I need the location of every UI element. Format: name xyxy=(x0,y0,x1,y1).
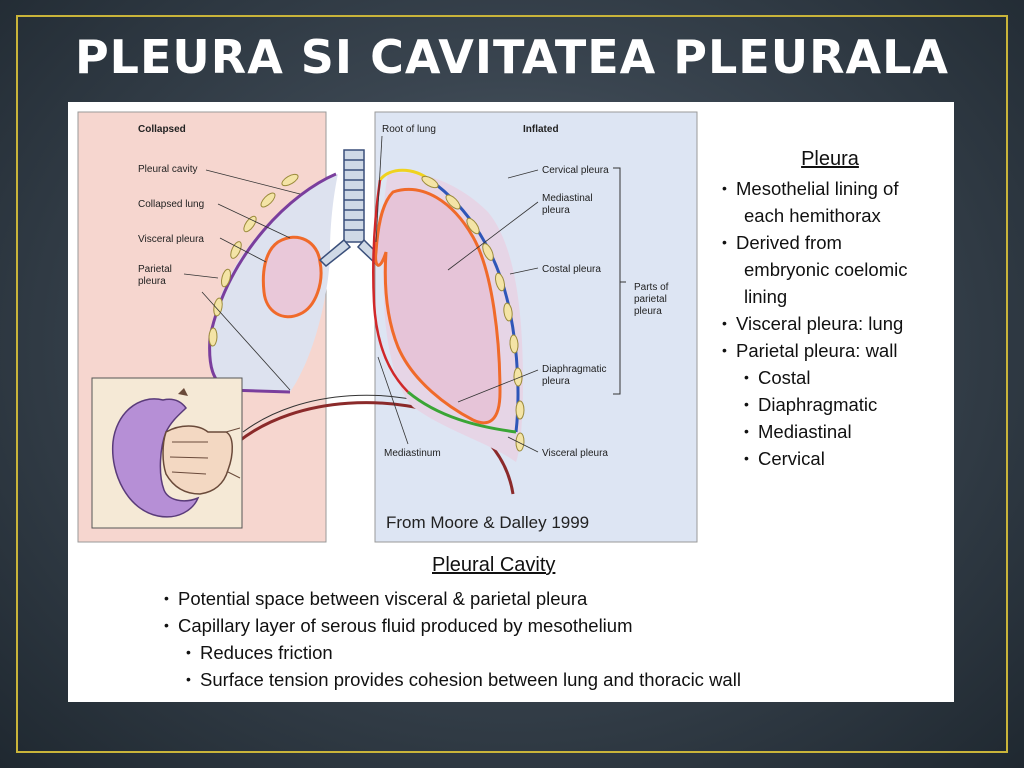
label-visceral-pleura-left: Visceral pleura xyxy=(138,234,204,245)
slide-title: PLEURA SI CAVITATEA PLEURALA xyxy=(74,30,950,84)
collapsed-lung xyxy=(261,235,323,319)
list-item-continued: lining xyxy=(744,286,788,307)
label-pleural-cavity: Pleural cavity xyxy=(138,164,197,175)
label-parietal-pleura-1: Parietal xyxy=(138,264,172,275)
label-parts-1: Parts of xyxy=(634,282,669,293)
inflated-heading: Inflated xyxy=(523,124,559,135)
list-item: Capillary layer of serous fluid produced… xyxy=(164,612,924,639)
balloon-fist-inset xyxy=(91,377,243,529)
cavity-heading: Pleural Cavity xyxy=(432,554,556,576)
label-parts-2: parietal xyxy=(634,294,667,305)
label-mediastinum: Mediastinum xyxy=(384,448,441,459)
label-cervical-pleura: Cervical pleura xyxy=(542,165,609,176)
pleura-heading: Pleura xyxy=(801,148,859,170)
list-item-continued: each hemithorax xyxy=(744,205,881,226)
sub-list-item: Reduces friction xyxy=(164,639,924,666)
parts-bracket xyxy=(613,167,626,395)
label-collapsed-lung: Collapsed lung xyxy=(138,199,204,210)
sub-list-item: Diaphragmatic xyxy=(718,391,954,418)
content-panel: Collapsed Pleural cavity Collapsed lung … xyxy=(68,102,954,702)
mediastinal-pleura-line xyxy=(372,179,409,393)
sub-list-item: Cervical xyxy=(718,445,954,472)
label-mediastinal-pleura-2: pleura xyxy=(542,205,570,216)
sub-list-item: Surface tension provides cohesion betwee… xyxy=(164,666,924,693)
right-ribs xyxy=(421,175,525,452)
list-item: Derived from xyxy=(718,229,954,256)
inflated-lung xyxy=(374,187,502,425)
figure-credit: From Moore & Dalley 1999 xyxy=(386,513,589,532)
leader-lines xyxy=(183,135,539,453)
label-visceral-pleura-right: Visceral pleura xyxy=(542,448,608,459)
sub-list-item: Mediastinal xyxy=(718,418,954,445)
pleura-diagram: Collapsed Pleural cavity Collapsed lung … xyxy=(77,111,698,543)
label-parietal-pleura-2: pleura xyxy=(138,276,166,287)
list-item-continued: embryonic coelomic xyxy=(744,259,908,280)
pleura-notes: Pleura Mesothelial lining of each hemith… xyxy=(718,148,954,472)
diaphragmatic-pleura-line xyxy=(407,390,517,434)
collapsed-heading: Collapsed xyxy=(138,124,186,135)
list-item: Mesothelial lining of xyxy=(718,175,954,202)
label-root-of-lung: Root of lung xyxy=(382,124,436,135)
list-item: Potential space between visceral & parie… xyxy=(164,585,924,612)
label-diaphragmatic-pleura-1: Diaphragmatic xyxy=(542,364,606,375)
label-parts-3: pleura xyxy=(634,306,662,317)
label-diaphragmatic-pleura-2: pleura xyxy=(542,376,570,387)
pleura-list: Mesothelial lining of each hemithorax De… xyxy=(718,175,954,472)
list-item: Visceral pleura: lung xyxy=(718,310,954,337)
cavity-list: Potential space between visceral & parie… xyxy=(164,585,924,693)
list-item: Parietal pleura: wall xyxy=(718,337,954,364)
slide-frame xyxy=(16,15,1008,753)
label-mediastinal-pleura-1: Mediastinal xyxy=(542,193,593,204)
sub-list-item: Costal xyxy=(718,364,954,391)
label-costal-pleura: Costal pleura xyxy=(542,264,601,275)
